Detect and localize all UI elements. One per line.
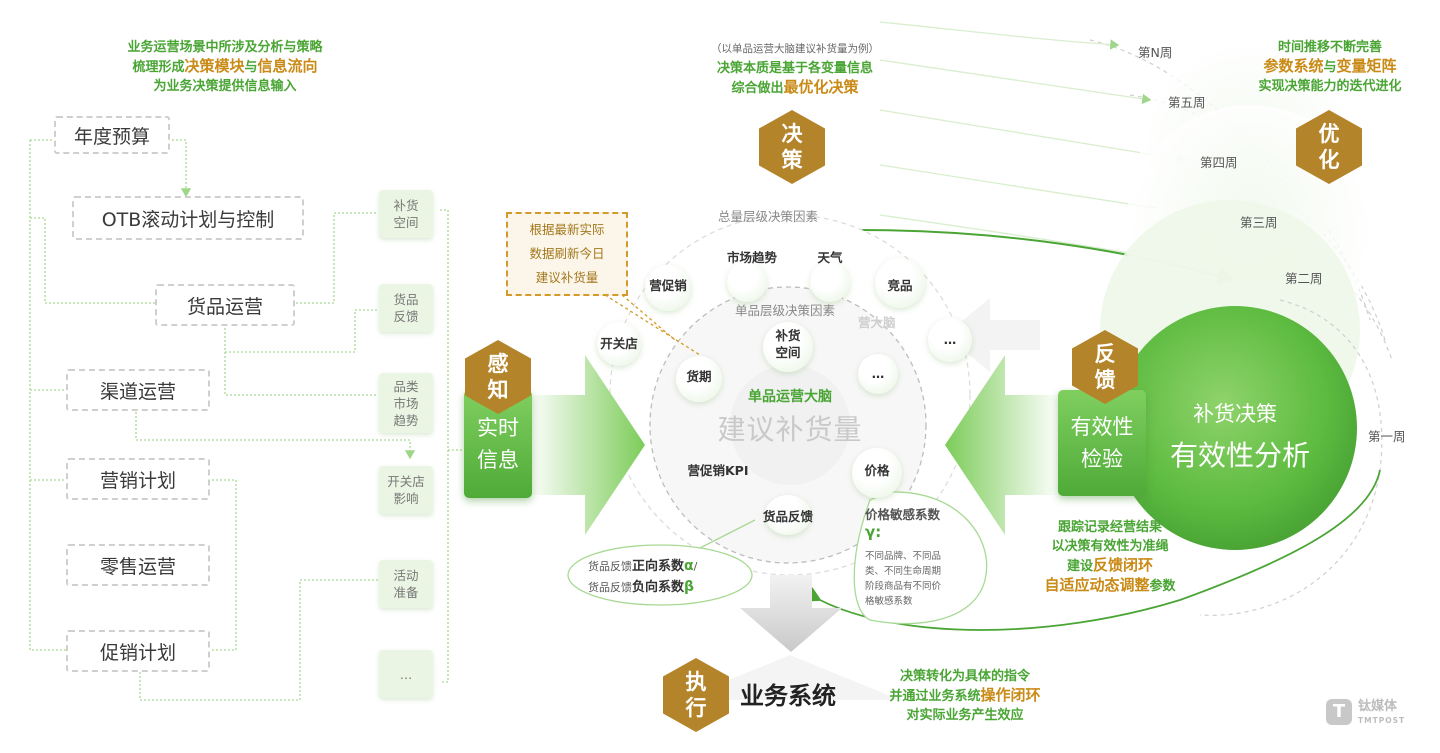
node-replenish-space: 补货 空间 [775, 328, 801, 360]
hex-perceive: 感知 [465, 340, 531, 414]
big-circle-title: 补货决策 [1193, 402, 1277, 426]
coef-price-sensitivity: 价格敏感系数 γ: 不同品牌、不同品类、不同生命周期阶段商品有不同价格敏感系数 [865, 507, 942, 607]
outer-node-bubble [645, 265, 691, 311]
left-caption: 业务运营场景中所涉及分析与策略 梳理形成决策模块与信息流向 为业务决策提供信息输… [100, 38, 350, 96]
inner-node-bubble [765, 495, 811, 535]
feedback-caption: 跟踪记录经营结果 以决策有效性为准绳 建设反馈闭环 自适应动态调整参数 [1044, 520, 1176, 594]
hex-feedback: 反馈 [1072, 330, 1138, 404]
module-channel-ops: 渠道运营 [66, 369, 210, 411]
center-suggest-qty: 建议补货量 [717, 413, 863, 446]
node-goods-feedback: 货品反馈 [762, 509, 813, 524]
signal-campaign-prep: 活动准备 [379, 560, 433, 608]
signal-store-open-close: 开关店影响 [379, 466, 433, 514]
decision-caption: （以单品运营大脑建议补货量为例） 决策本质是基于各变量信息 综合做出最优化决策 [711, 43, 879, 96]
ghost-label: 营大脑 [858, 315, 896, 330]
inner-node-bubble [858, 354, 898, 394]
coef-feedback: 货品反馈正向系数α/ 货品反馈负向系数β [588, 558, 698, 595]
module-promotion-plan: 促销计划 [66, 630, 210, 672]
outer-node-bubble [727, 262, 767, 302]
week-3: 第三周 [1240, 215, 1278, 230]
node-promo-kpi: 营促销KPI [687, 463, 749, 478]
week-1: 第一周 [1368, 429, 1406, 444]
signal-more: … [379, 650, 433, 698]
outer-circle-label: 总量层级决策因素 [718, 209, 819, 224]
week-n: 第N周 [1138, 45, 1173, 60]
week-4: 第四周 [1200, 155, 1238, 170]
realtime-info-box: 实时信息 [464, 390, 532, 498]
node-weather: 天气 [817, 250, 843, 265]
inner-node-bubble [763, 322, 813, 372]
module-merchandise-ops: 货品运营 [155, 284, 295, 326]
node-store-open-close: 开关店 [600, 336, 638, 351]
inner-node-bubble [852, 448, 902, 498]
validity-check-box: 有效性检验 [1058, 390, 1146, 496]
module-retail-ops: 零售运营 [66, 544, 210, 586]
module-marketing-plan: 营销计划 [66, 458, 210, 500]
outer-node-bubble [875, 258, 925, 308]
node-competitor: 竞品 [887, 278, 913, 293]
week-2: 第二周 [1285, 271, 1323, 286]
node-inner-more: … [871, 366, 885, 381]
business-system-label: 业务系统 [740, 682, 836, 710]
signal-goods-feedback: 货品反馈 [379, 284, 433, 332]
outer-node-bubble [810, 262, 850, 302]
refresh-note: 根据最新实际数据刷新今日建议补货量 [506, 212, 628, 296]
optimize-caption: 时间推移不断完善 参数系统与变量矩阵 实现决策能力的迭代进化 [1258, 40, 1402, 94]
node-lead-time: 货期 [686, 369, 712, 384]
left-caption-line1: 业务运营场景中所涉及分析与策略 [127, 40, 323, 55]
signal-category-trend: 品类市场趋势 [379, 373, 433, 433]
center-brain-label: 单品运营大脑 [748, 389, 832, 405]
execute-caption: 决策转化为具体的指令 并通过业务系统操作闭环 对实际业务产生效应 [889, 669, 1041, 723]
node-outer-more: … [943, 332, 957, 347]
inner-node-bubble [676, 356, 722, 402]
left-caption-line2: 梳理形成决策模块与信息流向 [132, 57, 318, 75]
node-market-trend: 市场趋势 [726, 250, 777, 265]
outer-node-bubble [928, 318, 972, 362]
week-5: 第五周 [1168, 95, 1206, 110]
watermark-text: 钛媒体 TMTPOST [1358, 699, 1406, 726]
big-circle-subtitle: 有效性分析 [1169, 439, 1310, 472]
module-annual-budget: 年度预算 [54, 116, 170, 154]
node-price: 价格 [864, 463, 890, 478]
left-caption-line3: 为业务决策提供信息输入 [153, 79, 297, 94]
module-otb-planning: OTB滚动计划与控制 [72, 196, 304, 240]
node-promo: 营促销 [649, 278, 687, 293]
inner-circle-label: 单品层级决策因素 [735, 303, 836, 318]
signal-replenish-space: 补货空间 [379, 190, 433, 238]
outer-node-bubble [597, 322, 641, 366]
tmtpost-logo-icon: T [1326, 699, 1352, 725]
